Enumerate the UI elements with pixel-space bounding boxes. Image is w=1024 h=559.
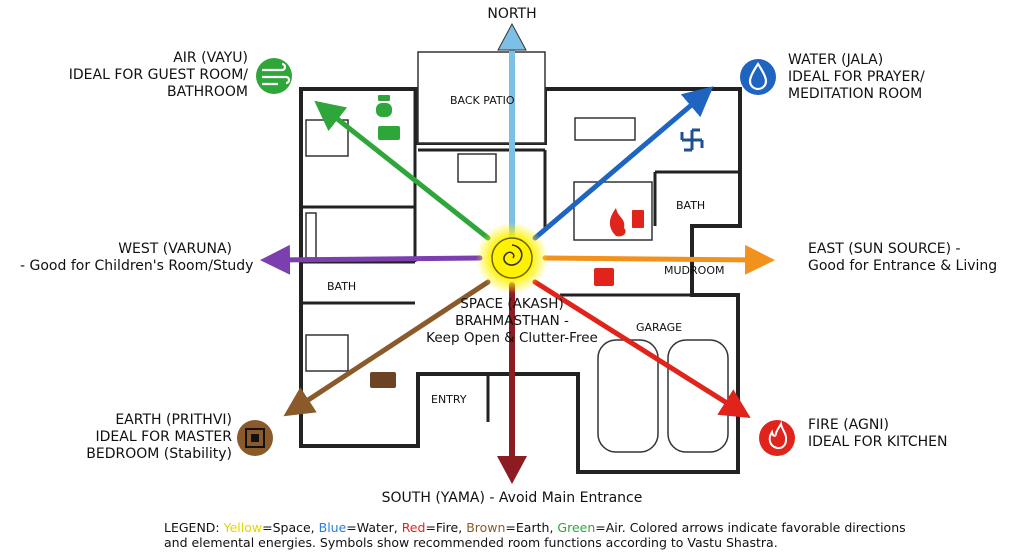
water-label: WATER (JALA) IDEAL FOR PRAYER/ MEDITATIO… xyxy=(788,52,978,103)
arrow-south-head xyxy=(497,456,527,484)
south-label: SOUTH (YAMA) - Avoid Main Entrance xyxy=(370,490,654,507)
room-back-patio: BACK PATIO xyxy=(450,94,515,107)
legend-label-water: Water xyxy=(356,520,394,535)
arrow-water xyxy=(532,86,714,241)
fire-line-1: FIRE (AGNI) xyxy=(808,417,889,433)
room-mudroom: MUDROOM xyxy=(664,264,725,277)
earth-label: EARTH (PRITHVI) IDEAL FOR MASTER BEDROOM… xyxy=(80,412,232,463)
earth-line-2: IDEAL FOR MASTER xyxy=(95,429,233,445)
legend-label-fire: Fire xyxy=(435,520,459,535)
kitchen-flame-icon xyxy=(609,208,626,237)
sun-swirl-icon xyxy=(476,222,548,294)
legend: LEGEND: Yellow=Space, Blue=Water, Red=Fi… xyxy=(164,520,906,550)
center-line-1: SPACE (AKASH) xyxy=(460,296,564,312)
legend-key-red: Red xyxy=(401,520,426,535)
west-line-2: - Good for Children's Room/Study xyxy=(20,258,254,274)
flame-icon xyxy=(759,420,795,456)
legend-label-space: Space xyxy=(272,520,311,535)
fire-label: FIRE (AGNI) IDEAL FOR KITCHEN xyxy=(808,417,988,451)
water-line-2: IDEAL FOR PRAYER/ xyxy=(788,69,925,85)
room-bath-west: BATH xyxy=(327,280,357,293)
center-line-3: Keep Open & Clutter-Free xyxy=(426,330,598,346)
stove-icon xyxy=(594,210,644,286)
arrow-west xyxy=(260,244,483,275)
direction-arrows xyxy=(260,22,775,484)
earth-line-1: EARTH (PRITHVI) xyxy=(115,412,232,428)
arrow-north-head xyxy=(497,22,527,51)
brahmasthan-label: SPACE (AKASH) BRAHMASTHAN - Keep Open & … xyxy=(425,296,599,347)
arrow-air xyxy=(314,100,491,241)
east-line-1: EAST (SUN SOURCE) - xyxy=(808,241,961,257)
air-label: AIR (VAYU) IDEAL FOR GUEST ROOM/ BATHROO… xyxy=(60,50,248,101)
furniture xyxy=(305,51,729,453)
north-label: NORTH xyxy=(478,6,546,23)
legend-tail: . Colored arrows indicate favorable dire… xyxy=(621,520,906,535)
legend-key-green: Green xyxy=(557,520,596,535)
legend-prefix: LEGEND: xyxy=(164,520,224,535)
arrow-east xyxy=(542,244,775,275)
earth-square-icon xyxy=(237,420,273,456)
west-label: WEST (VARUNA) - Good for Children's Room… xyxy=(20,241,254,275)
north-text: NORTH xyxy=(487,6,537,22)
earth-line-3: BEDROOM (Stability) xyxy=(86,446,232,462)
air-line-2: IDEAL FOR GUEST ROOM/ xyxy=(68,67,248,83)
room-garage: GARAGE xyxy=(636,321,683,334)
south-text: SOUTH (YAMA) - Avoid Main Entrance xyxy=(381,490,643,506)
master-bed-icon xyxy=(370,372,396,388)
room-entry: ENTRY xyxy=(431,393,467,406)
swastika-icon xyxy=(680,128,704,152)
legend-label-earth: Earth xyxy=(515,520,550,535)
room-bath-east: BATH xyxy=(676,199,706,212)
legend-key-brown: Brown xyxy=(466,520,506,535)
air-line-1: AIR (VAYU) xyxy=(173,50,248,66)
water-drop-icon xyxy=(740,59,776,95)
legend-line-1: LEGEND: Yellow=Space, Blue=Water, Red=Fi… xyxy=(164,520,906,535)
guest-bed-icon xyxy=(378,126,400,140)
air-line-3: BATHROOM xyxy=(166,84,248,100)
arrow-fire xyxy=(532,279,751,419)
legend-key-yellow: Yellow xyxy=(223,520,263,535)
center-line-2: BRAHMASTHAN - xyxy=(455,313,569,329)
water-line-1: WATER (JALA) xyxy=(788,52,884,68)
water-line-3: MEDITATION ROOM xyxy=(788,86,923,102)
arrow-earth xyxy=(283,279,491,417)
legend-label-air: Air xyxy=(605,520,622,535)
fire-line-2: IDEAL FOR KITCHEN xyxy=(808,434,948,450)
east-line-2: Good for Entrance & Living xyxy=(808,258,998,274)
toilet-icon xyxy=(376,95,392,117)
east-label: EAST (SUN SOURCE) - Good for Entrance & … xyxy=(808,241,1008,275)
legend-line-2: and elemental energies. Symbols show rec… xyxy=(164,535,778,550)
wind-icon xyxy=(256,58,292,94)
legend-key-blue: Blue xyxy=(318,520,347,535)
west-line-1: WEST (VARUNA) xyxy=(118,241,232,257)
